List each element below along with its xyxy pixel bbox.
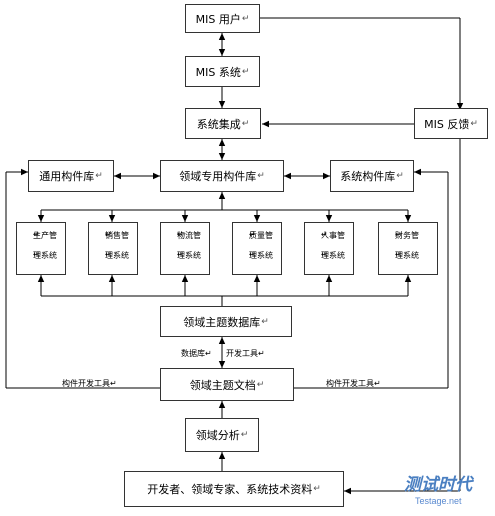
- node-domain-analysis: 领域分析↵: [185, 418, 259, 452]
- watermark-url: Testage.net: [415, 496, 462, 506]
- edge-label-dev-tools: 开发工具↵: [226, 349, 265, 358]
- subsystem-quality: 质量管↵理系统↵: [232, 222, 282, 275]
- node-domain-topic-document: 领域主题文档↵: [160, 368, 294, 401]
- node-mis-user: MIS 用户↵: [185, 4, 260, 33]
- node-system-component-lib: 系统构件库↵: [330, 160, 414, 192]
- node-domain-component-lib: 领域专用构件库↵: [160, 160, 284, 192]
- subsystem-logistics: 物流管↵理系统↵: [160, 222, 210, 275]
- node-general-component-lib: 通用构件库↵: [28, 160, 114, 192]
- subsystem-production: 生产管↵理系统↵: [16, 222, 66, 275]
- subsystem-personnel: 人事管↵理系统↵: [304, 222, 354, 275]
- edge-label-component-tools-right: 构件开发工具↵: [326, 379, 381, 388]
- edge-label-component-tools-left: 构件开发工具↵: [62, 379, 117, 388]
- watermark-logo: 测试时代: [404, 475, 472, 495]
- node-mis-system: MIS 系统↵: [185, 56, 260, 87]
- node-knowledge-sources: 开发者、领域专家、系统技术资料↵: [124, 471, 344, 507]
- node-mis-feedback: MIS 反馈↵: [414, 108, 488, 139]
- edge-label-database: 数据库↵: [181, 349, 212, 358]
- subsystem-finance: 财务管↵理系统↵: [378, 222, 438, 275]
- node-system-integration: 系统集成↵: [185, 108, 261, 139]
- subsystem-sales: 销售管↵理系统↵: [88, 222, 138, 275]
- node-domain-topic-database: 领域主题数据库↵: [160, 306, 292, 337]
